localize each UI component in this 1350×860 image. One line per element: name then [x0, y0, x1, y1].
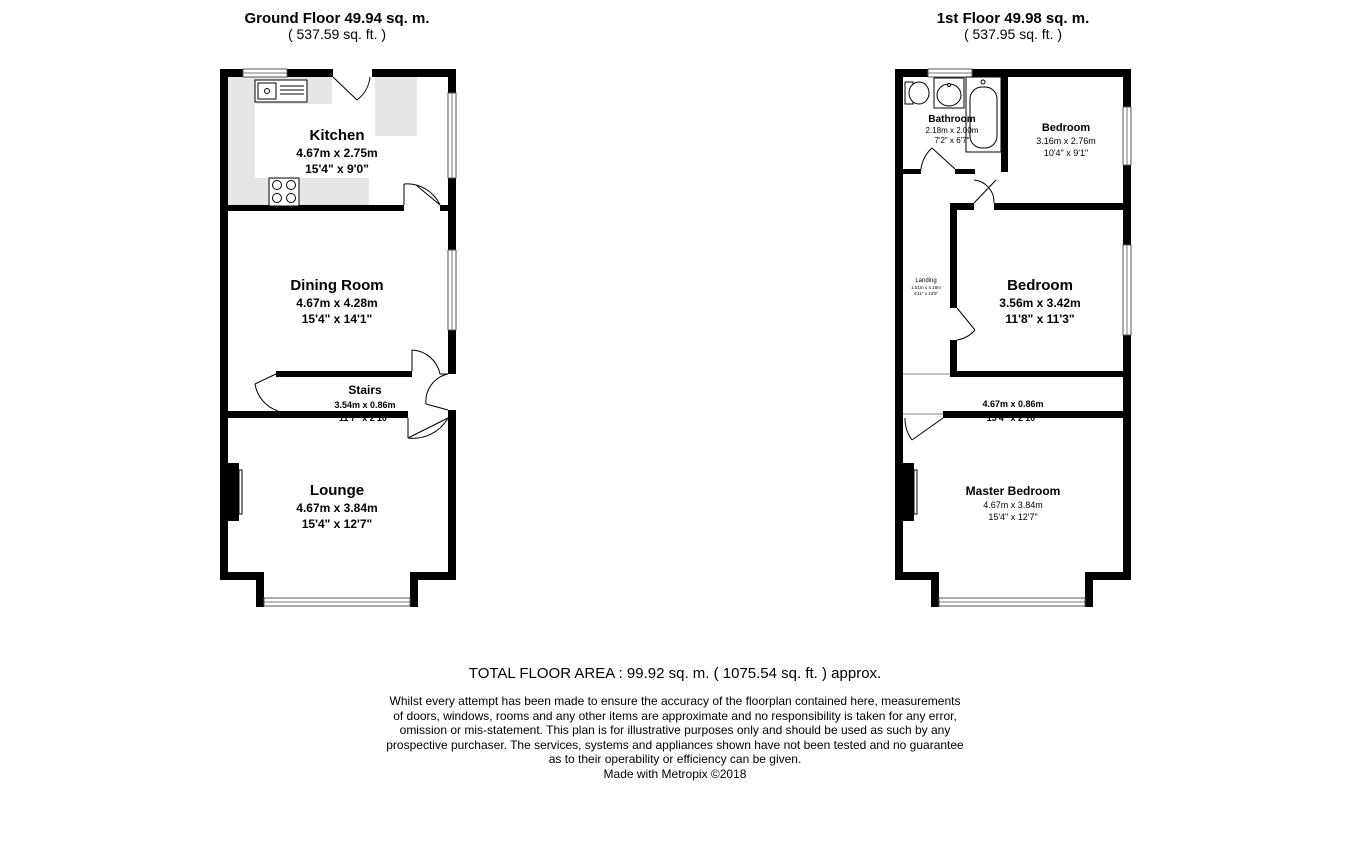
stairs-metric: 3.54m x 0.86m [334, 400, 395, 410]
strip-imperial: 15'4" x 2'10" [987, 413, 1040, 423]
kitchen-imperial: 15'4" x 9'0" [305, 162, 369, 176]
ff-wall-bay-right-v [1085, 572, 1093, 607]
stairs-imperial: 11'7" x 2'10" [339, 413, 391, 423]
gf-wall-top-right [372, 69, 456, 77]
toilet-icon [904, 81, 930, 105]
ff-wall-bay-left-v [931, 572, 939, 607]
ff-wall-top-right [972, 69, 1131, 77]
disclaimer-line: prospective purchaser. The services, sys… [386, 737, 964, 752]
lounge-metric: 4.67m x 3.84m [296, 501, 377, 515]
landing-name: Landing [915, 278, 936, 284]
lounge-name: Lounge [310, 482, 364, 499]
bedroom-name: Bedroom [1007, 277, 1073, 294]
kitchen-metric: 4.67m x 2.75m [296, 146, 377, 160]
gf-wall-bay-left-h [220, 572, 264, 580]
gf-wall-kitchen-dining-r [440, 205, 456, 211]
disclaimer: Whilst every attempt has been made to en… [375, 694, 975, 781]
ff-wall-bath-bottom-r [955, 169, 975, 174]
ff-wall-bedroom-bottom [950, 371, 1131, 377]
bathroom-imperial: 7'2" x 6'7" [935, 136, 970, 145]
gf-wall-bay-right-h [410, 572, 456, 580]
gf-door-front [425, 373, 449, 411]
ff-wall-left [895, 69, 903, 580]
ff-wall-right-top [1123, 69, 1131, 107]
ff-wall-top-left [895, 69, 928, 77]
ff-wall-bedroom-left-bot [950, 340, 957, 376]
gf-fireplace-hearth [238, 469, 243, 515]
landing-metric: 1.51m x 4.18m [911, 285, 941, 290]
bath-icon [965, 76, 1002, 153]
ff-wall-bed-bottom-l [950, 203, 974, 210]
ff-wall-bay-left-h [895, 572, 939, 580]
strip-metric: 4.67m x 0.86m [982, 399, 1043, 409]
bedroom-imperial: 11'8" x 11'3" [1005, 312, 1074, 326]
gf-wall-stairs-bottom [228, 411, 408, 418]
gf-chimney-breast [228, 463, 239, 521]
ff-door-bedroom [956, 307, 976, 341]
kitchen-name: Kitchen [309, 127, 364, 144]
first-floor-title: 1st Floor 49.98 sq. m. [936, 10, 1090, 27]
gf-wall-bay-right-v [410, 572, 418, 607]
gf-door-dining-stairs [411, 349, 448, 375]
ff-chimney-breast [903, 463, 914, 521]
master-metric: 4.67m x 3.84m [983, 500, 1043, 510]
ff-fireplace-hearth [913, 469, 918, 515]
stairs-name: Stairs [348, 383, 382, 397]
ground-floor-plan: Kitchen 4.67m x 2.75m 15'4" x 9'0" Dinin… [220, 68, 457, 607]
gf-wall-right-top [448, 69, 456, 93]
gf-door-lounge [407, 417, 449, 439]
ff-wall-bay-right-h [1085, 572, 1131, 580]
basin-icon [933, 77, 965, 109]
total-floor-area: TOTAL FLOOR AREA : 99.92 sq. m. ( 1075.5… [468, 665, 882, 682]
lounge-imperial: 15'4" x 12'7" [302, 517, 372, 531]
dining-metric: 4.67m x 4.28m [296, 296, 377, 310]
master-imperial: 15'4" x 12'7" [988, 512, 1037, 522]
disclaimer-line: of doors, windows, rooms and any other i… [393, 708, 957, 723]
landing-imperial: 4'11" x 13'9" [914, 291, 939, 296]
ff-door-master [904, 417, 944, 441]
dining-imperial: 15'4" x 14'1" [302, 312, 372, 326]
gf-wall-kitchen-dining [220, 205, 404, 211]
disclaimer-line: omission or mis-statement. This plan is … [399, 723, 951, 737]
bedroom-small-name: Bedroom [1042, 122, 1091, 134]
disclaimer-line: as to their operability or efficiency ca… [548, 752, 802, 766]
ff-wall-bedroom-left-top [950, 203, 957, 308]
metropix-credit: Made with Metropix ©2018 [603, 766, 747, 781]
gf-wall-left [220, 69, 228, 580]
ff-door-bathroom [920, 147, 956, 170]
ff-wall-right-bottom [1123, 335, 1131, 580]
bedroom-small-imperial: 10'4" x 9'1" [1044, 148, 1088, 158]
gf-door-kitchen-dining [403, 183, 441, 206]
gf-wall-right-low [448, 330, 456, 374]
first-floor-subtitle: ( 537.95 sq. ft. ) [963, 26, 1063, 42]
gf-wall-stairs-top [276, 371, 412, 377]
dining-name: Dining Room [290, 277, 383, 294]
ff-wall-strip-bottom-r [943, 411, 1131, 418]
gf-wall-right-mid [448, 178, 456, 250]
disclaimer-line: Whilst every attempt has been made to en… [389, 694, 961, 708]
bedroom-small-metric: 3.16m x 2.76m [1036, 136, 1096, 146]
gf-wall-bay-left-v [256, 572, 264, 607]
ground-floor-subtitle: ( 537.59 sq. ft. ) [287, 26, 387, 42]
gf-door-kitchen-back [332, 76, 371, 101]
gf-door-under-stairs [254, 373, 279, 412]
gf-wall-right-bottom [448, 410, 456, 580]
ff-wall-bath-bed [1001, 77, 1008, 172]
ff-wall-bed-bottom [994, 203, 1131, 210]
bathroom-metric: 2.18m x 2.00m [926, 126, 979, 135]
bedroom-metric: 3.56m x 3.42m [999, 296, 1080, 310]
ground-floor-title: Ground Floor 49.94 sq. m. [244, 10, 430, 27]
kitchen-worktop-right [375, 76, 417, 136]
ff-door-bedroom-small [973, 179, 997, 204]
ff-wall-bath-bottom-l [903, 169, 921, 174]
bathroom-name: Bathroom [928, 114, 975, 125]
master-name: Master Bedroom [966, 484, 1061, 498]
first-floor-plan: Bathroom 2.18m x 2.00m 7'2" x 6'7" Bedro… [895, 68, 1132, 607]
